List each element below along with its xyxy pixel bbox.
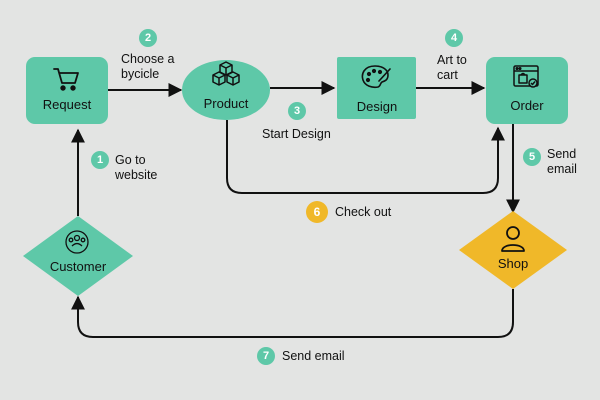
step-4-label: Art to cart	[437, 53, 467, 82]
shop-node: Shop	[459, 211, 567, 289]
step-3-badge: 3	[288, 102, 306, 120]
customer-label: Customer	[50, 259, 107, 274]
step-5-label: Send email	[547, 147, 577, 176]
step-4-badge: 4	[445, 29, 463, 47]
request-label: Request	[43, 97, 92, 112]
web-order-icon	[513, 65, 539, 88]
design-node: Design	[337, 57, 416, 119]
step-3-label: Start Design	[262, 127, 331, 141]
customer-node: Customer	[23, 216, 133, 296]
order-label: Order	[510, 98, 544, 113]
edge-product-to-order-checkout	[226, 120, 505, 194]
shopping-cart-icon	[53, 68, 79, 91]
person-icon	[501, 226, 525, 252]
step-2-badge: 2	[139, 29, 157, 47]
product-node: Product	[182, 60, 270, 120]
boxes-icon	[212, 61, 240, 86]
step-1-badge: 1	[91, 151, 109, 169]
request-node: Request	[26, 57, 108, 124]
step-5-badge: 5	[523, 148, 541, 166]
step-1-label: Go to website	[115, 153, 158, 182]
people-group-icon	[65, 230, 89, 254]
edge-shop-to-customer	[71, 289, 514, 338]
palette-icon	[361, 65, 391, 89]
step-6-label: Check out	[335, 205, 392, 219]
step-7-label: Send email	[282, 349, 345, 363]
shop-label: Shop	[498, 256, 528, 271]
step-6-badge: 6	[306, 201, 328, 223]
design-label: Design	[357, 99, 397, 114]
step-7-badge: 7	[257, 347, 275, 365]
order-node: Order	[486, 57, 568, 124]
product-label: Product	[204, 96, 249, 111]
step-2-label: Choose a bycicle	[121, 52, 175, 81]
